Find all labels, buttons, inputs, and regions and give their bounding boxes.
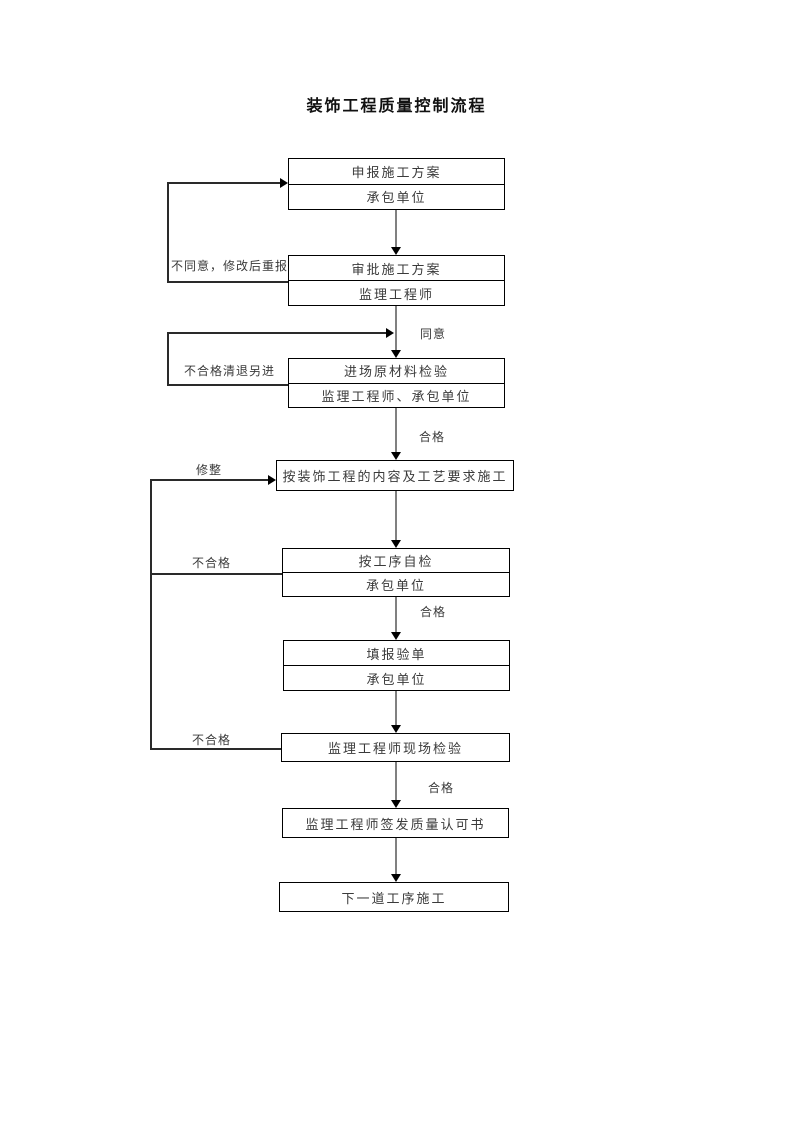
- feedback-a-entry-line: [167, 182, 280, 184]
- step-label: 审批施工方案: [289, 256, 504, 281]
- step-label: 下一道工序施工: [341, 891, 447, 907]
- flow-box-construct-per-requirements: 按装饰工程的内容及工艺要求施工: [276, 460, 514, 491]
- arrow-right-icon: [268, 475, 276, 485]
- flowchart-title: 装饰工程质量控制流程: [306, 96, 487, 115]
- edge-label-qualified-material: 合格: [419, 430, 446, 444]
- flow-box-process-self-inspection: 按工序自检 承包单位: [282, 548, 510, 597]
- edge-label-unqualified-site-check: 不合格: [192, 733, 232, 747]
- arrow-down-icon: [391, 452, 401, 460]
- step-label: 填报验单: [284, 641, 509, 666]
- flow-box-declare-construction-plan: 申报施工方案 承包单位: [288, 158, 505, 210]
- connector-line-1: [395, 210, 397, 247]
- edge-label-agree: 同意: [420, 327, 447, 341]
- arrow-down-icon: [391, 874, 401, 882]
- arrow-down-icon: [391, 800, 401, 808]
- connector-line-8: [395, 838, 397, 874]
- connector-line-7: [395, 762, 397, 800]
- responsible-party-label: 承包单位: [366, 672, 427, 688]
- flow-box-supervisor-site-inspection: 监理工程师现场检验: [281, 733, 510, 762]
- edge-label-qualified-site-check: 合格: [428, 781, 455, 795]
- feedback-c-entry-line: [150, 479, 268, 481]
- feedback-b-entry-line: [167, 332, 386, 334]
- arrow-right-icon: [280, 178, 288, 188]
- edge-label-unqualified-self-check: 不合格: [192, 556, 232, 570]
- feedback-c-exit-line-self-check: [150, 573, 282, 575]
- flow-box-fill-inspection-form: 填报验单 承包单位: [283, 640, 510, 691]
- step-label: 监理工程师签发质量认可书: [305, 817, 486, 833]
- feedback-a-vertical-line: [167, 182, 169, 283]
- arrow-down-icon: [391, 725, 401, 733]
- connector-line-5: [395, 597, 397, 632]
- connector-line-2: [395, 306, 397, 350]
- feedback-a-exit-line: [167, 281, 288, 283]
- responsible-party-label: 承包单位: [366, 191, 427, 207]
- responsible-party-label: 监理工程师、承包单位: [321, 389, 472, 405]
- edge-label-qualified-self-check: 合格: [420, 605, 447, 619]
- edge-label-unqualified-replace: 不合格清退另进: [184, 364, 276, 378]
- flow-box-approve-construction-plan: 审批施工方案 监理工程师: [288, 255, 505, 306]
- edge-label-rectify: 修整: [196, 463, 223, 477]
- connector-line-3: [395, 408, 397, 452]
- arrow-down-icon: [391, 540, 401, 548]
- step-label: 按装饰工程的内容及工艺要求施工: [282, 470, 508, 485]
- step-label: 监理工程师现场检验: [327, 742, 463, 757]
- responsible-party-label: 监理工程师: [358, 287, 434, 303]
- flow-box-next-process-construction: 下一道工序施工: [279, 882, 509, 912]
- edge-label-disagree: 不同意，修改后重报: [171, 259, 289, 273]
- arrow-down-icon: [391, 247, 401, 255]
- step-label: 进场原材料检验: [289, 359, 504, 384]
- arrow-down-icon: [391, 350, 401, 358]
- connector-line-6: [395, 691, 397, 725]
- connector-line-4: [395, 491, 397, 540]
- flow-box-issue-quality-approval: 监理工程师签发质量认可书: [282, 808, 509, 838]
- feedback-b-vertical-line: [167, 332, 169, 386]
- arrow-right-icon: [386, 328, 394, 338]
- flow-box-incoming-material-inspection: 进场原材料检验 监理工程师、承包单位: [288, 358, 505, 408]
- feedback-c-vertical-line: [150, 479, 152, 750]
- step-label: 申报施工方案: [289, 159, 504, 185]
- feedback-b-exit-line: [167, 384, 288, 386]
- arrow-down-icon: [391, 632, 401, 640]
- feedback-c-exit-line-site-check: [150, 748, 281, 750]
- responsible-party-label: 承包单位: [365, 579, 426, 594]
- step-label: 按工序自检: [283, 549, 509, 573]
